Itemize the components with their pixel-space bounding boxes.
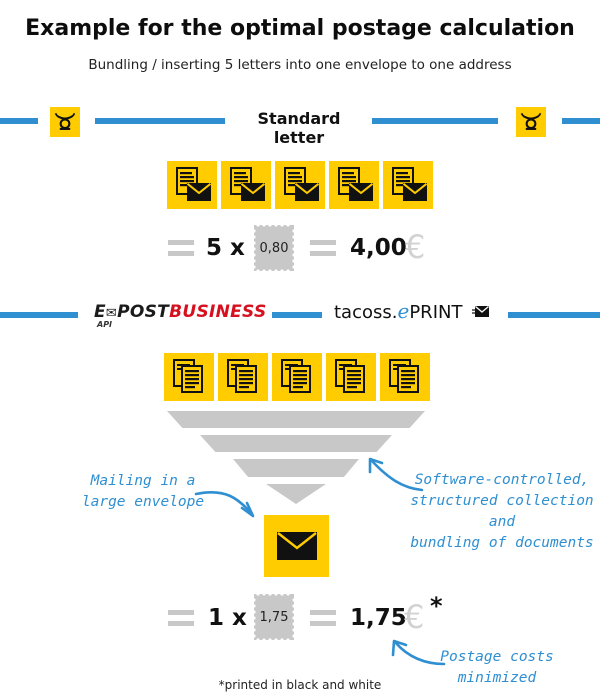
page-subtitle: Bundling / inserting 5 letters into one …	[88, 57, 512, 73]
funnel-band	[167, 411, 425, 428]
total-amount: 1,75	[350, 605, 407, 631]
arrow-to-funnel	[370, 459, 424, 492]
arrow-to-total-head	[391, 639, 408, 657]
arrow-to-total	[394, 641, 446, 666]
footnote: *printed in black and white	[218, 678, 382, 692]
page-title: Example for the optimal postage calculat…	[25, 16, 575, 41]
note-software: Software-controlled, structured collecti…	[410, 472, 594, 551]
envelope-multiplier: 1 x	[208, 605, 247, 631]
letter-tile	[275, 161, 325, 209]
divider-bar	[508, 312, 600, 318]
equals-sign	[168, 610, 194, 626]
letter-multiplier: 5 x	[206, 235, 245, 261]
postage-stamp: 0,80	[252, 223, 296, 273]
equals-sign	[310, 240, 336, 256]
note-minimized: Postage costs minimized	[440, 649, 554, 686]
standard-letter-label: Standard letter	[257, 109, 341, 147]
envelope-tile	[264, 515, 329, 577]
api-tag: API	[97, 320, 113, 329]
divider-bar	[372, 118, 498, 124]
funnel-band	[233, 459, 359, 477]
letter-tile	[383, 161, 433, 209]
total-amount: 4,00	[350, 235, 407, 261]
arrow-to-envelope-head	[240, 501, 255, 518]
document-tile	[380, 353, 430, 401]
note-mailing: Mailing in a large envelope	[81, 473, 205, 510]
euro-sign: €	[404, 598, 425, 636]
epost-business-logo: E✉POSTBUSINESS	[94, 302, 267, 322]
divider-bar	[0, 312, 78, 318]
document-tile	[326, 353, 376, 401]
tacoss-eprint-logo: tacoss.ePRINT	[334, 299, 463, 323]
footnote-asterisk: *	[430, 592, 443, 620]
equals-sign	[168, 240, 194, 256]
equals-sign	[310, 610, 336, 626]
deutsche-post-logo	[516, 107, 546, 137]
letter-tile	[221, 161, 271, 209]
envelope-icon	[276, 532, 317, 560]
letter-tile	[167, 161, 217, 209]
divider-bar	[0, 118, 38, 124]
stamp-value: 1,75	[259, 609, 289, 625]
postage-stamp: 1,75	[252, 592, 296, 642]
stamp-value: 0,80	[259, 240, 289, 256]
deutsche-post-logo	[50, 107, 80, 137]
document-tile	[272, 353, 322, 401]
document-tile	[164, 353, 214, 401]
document-tile	[218, 353, 268, 401]
letter-tile	[329, 161, 379, 209]
arrow-to-envelope	[194, 490, 254, 516]
send-envelope-icon	[472, 306, 489, 317]
funnel-band	[200, 435, 392, 452]
euro-sign: €	[405, 228, 426, 266]
arrow-to-funnel-head	[368, 457, 384, 474]
divider-bar	[95, 118, 225, 124]
divider-bar	[272, 312, 322, 318]
divider-bar	[562, 118, 600, 124]
